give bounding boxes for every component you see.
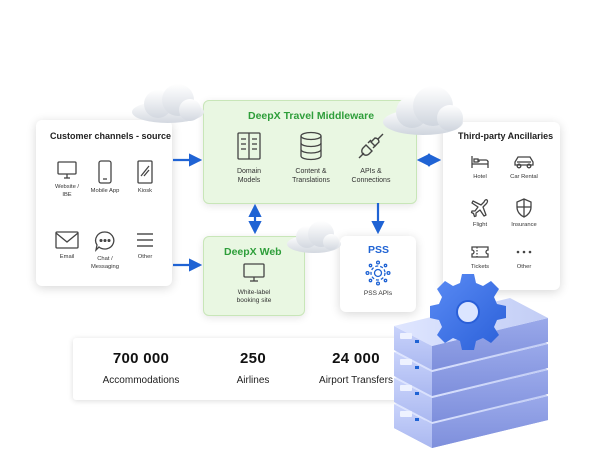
pss-card: PSS PSS APIs [340, 236, 416, 312]
ancillary-flight: Flight [455, 198, 505, 230]
ancillary-label: Car Rental [510, 174, 538, 180]
middleware-label: APIs & Connections [351, 168, 391, 185]
middleware-card: DeepX Travel Middleware Domain Models Co… [203, 100, 417, 204]
channel-label: Mobile App [90, 188, 120, 194]
mobile-phone-icon [98, 160, 112, 184]
stat-value: 700 000 [112, 350, 170, 367]
stat-label: Accommodations [102, 375, 180, 386]
car-icon [514, 156, 534, 169]
channel-email: Email [42, 230, 92, 262]
ancillary-label: Flight [472, 222, 488, 228]
gear-network-icon [365, 260, 391, 286]
ancillary-tickets: Tickets [455, 244, 505, 272]
pss-title: PSS [368, 244, 390, 256]
channel-mobile-app: Mobile App [80, 160, 130, 196]
cloud-decoration [287, 221, 341, 253]
server-lights [400, 333, 419, 421]
menu-lines-icon [137, 233, 153, 247]
stat-value: 24 000 [332, 350, 380, 367]
middleware-label: Content & Translations [292, 168, 330, 185]
ancillaries-card: Third-party Ancillaries Hotel Car Rental… [443, 122, 560, 290]
middleware-title: DeepX Travel Middleware [248, 110, 375, 122]
deepx-web-label: White-label booking site [236, 289, 272, 305]
ancillary-hotel: Hotel [455, 154, 505, 182]
ancillaries-title: Third-party Ancillaries [458, 131, 554, 141]
envelope-icon [55, 231, 79, 249]
stat-label: Airlines [236, 375, 270, 386]
stat-airlines: 250 Airlines [213, 350, 293, 386]
pss-label: PSS APIs [363, 290, 393, 297]
middleware-content: Content & Translations [286, 131, 336, 185]
channel-label: Kiosk [137, 188, 153, 194]
database-icon [300, 131, 322, 161]
deepx-web-card: DeepX Web White-label booking site [203, 236, 305, 316]
stat-airport-transfers: 24 000 Airport Transfers [306, 350, 406, 386]
plug-icon [358, 133, 384, 159]
ancillary-label: Tickets [470, 264, 490, 270]
pss-content: PSS APIs [353, 260, 403, 298]
bed-icon [471, 156, 489, 168]
channel-other: Other [120, 230, 170, 262]
deepx-web-title: DeepX Web [224, 246, 282, 258]
stats-band: 700 000 Accommodations 250 Airlines 24 0… [73, 338, 428, 400]
channel-label: Email [59, 254, 75, 260]
channel-kiosk: Kiosk [120, 160, 170, 196]
server-gear-illustration [394, 274, 548, 448]
stat-value: 250 [240, 350, 266, 367]
stat-accommodations: 700 000 Accommodations [91, 350, 191, 386]
deepx-web-content: White-label booking site [229, 263, 279, 306]
dots-icon [516, 250, 532, 254]
channel-website: Website / IBE [42, 160, 92, 199]
customer-channels-card: Customer channels - source Website / IBE… [36, 120, 172, 286]
cloud-decoration [132, 84, 204, 123]
cloud-decoration [383, 86, 463, 135]
customer-channels-title: Customer channels - source [50, 131, 172, 141]
middleware-domain-models: Domain Models [224, 131, 274, 185]
ancillary-other: Other [499, 244, 549, 272]
stat-label: Airport Transfers [319, 375, 393, 386]
ancillary-label: Hotel [473, 174, 487, 180]
middleware-apis: APIs & Connections [346, 131, 396, 185]
ancillary-insurance: Insurance [499, 198, 549, 230]
book-icon [237, 132, 261, 160]
gear-icon [430, 274, 506, 350]
ancillary-car-rental: Car Rental [499, 154, 549, 182]
kiosk-icon [137, 160, 153, 184]
airplane-icon [470, 199, 489, 218]
channel-label: Other [137, 254, 153, 260]
ancillary-label: Other [516, 264, 532, 270]
ticket-icon [471, 246, 489, 258]
middleware-label: Domain Models [236, 168, 262, 185]
channel-chat: Chat / Messaging [80, 230, 130, 271]
channel-label: Website / IBE [54, 184, 80, 198]
chat-bubble-icon [94, 231, 115, 252]
ancillary-label: Insurance [511, 222, 537, 228]
monitor-icon [243, 263, 265, 282]
monitor-icon [57, 161, 77, 179]
channel-label: Chat / Messaging [90, 256, 120, 270]
shield-icon [516, 198, 532, 218]
